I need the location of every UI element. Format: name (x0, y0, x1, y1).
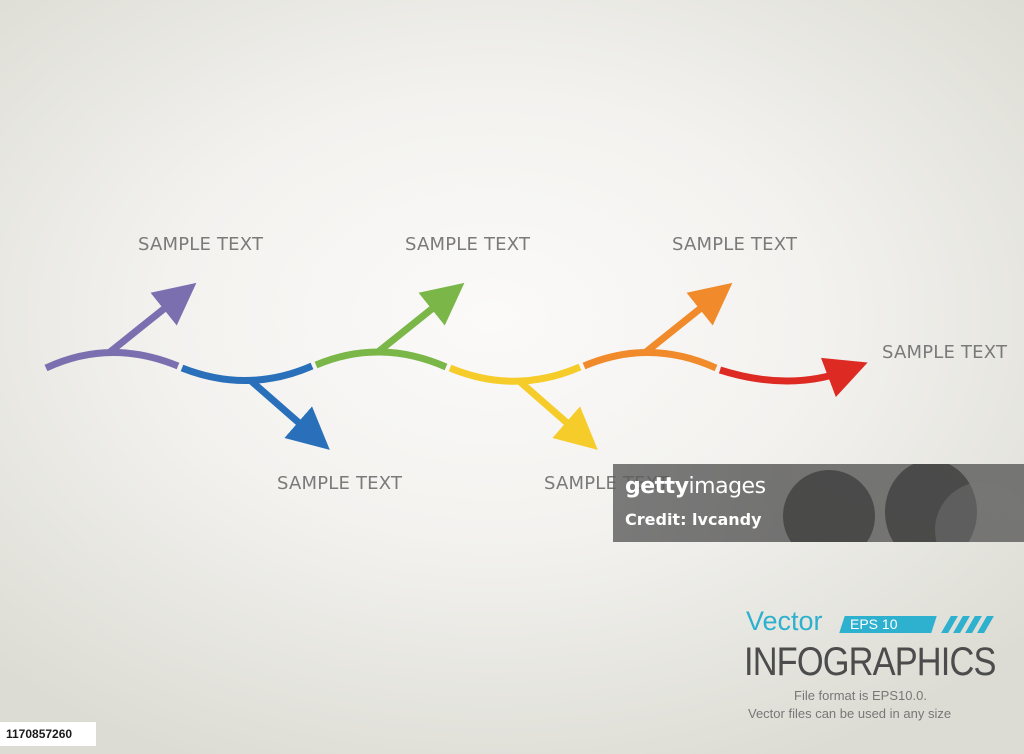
spine-segment-blue (180, 362, 314, 384)
label-green: SAMPLE TEXT (405, 234, 531, 255)
spine-segment-purple (44, 349, 180, 372)
branch-arrow-yellow (515, 377, 598, 450)
vector-title: Vector (746, 606, 823, 636)
getty-images-logo: gettyimages (625, 474, 766, 499)
spine-segment-green (314, 348, 448, 371)
watermark-banner: gettyimages Credit: lvcandy (613, 464, 1024, 542)
branch-arrow-orange (643, 282, 733, 355)
label-blue: SAMPLE TEXT (277, 473, 403, 494)
label-red: SAMPLE TEXT (882, 342, 1008, 363)
image-id: 1170857260 (0, 722, 96, 746)
branch-arrow-purple (107, 282, 197, 355)
branch-arrow-blue (247, 377, 330, 450)
infographics-title: INFOGRAPHICS (744, 640, 996, 684)
file-size-note: Vector files can be used in any size (748, 706, 952, 721)
eps-badge: EPS 10 (839, 616, 937, 633)
label-orange: SAMPLE TEXT (672, 234, 798, 255)
spine-segment-red (718, 357, 868, 398)
spine-segment-yellow (448, 363, 582, 385)
spine-segment-orange (582, 349, 718, 372)
label-purple: SAMPLE TEXT (138, 234, 264, 255)
file-format-note: File format is EPS10.0. (794, 688, 927, 703)
branch-arrow-green (375, 282, 465, 355)
credit-text: Credit: lvcandy (625, 510, 762, 529)
